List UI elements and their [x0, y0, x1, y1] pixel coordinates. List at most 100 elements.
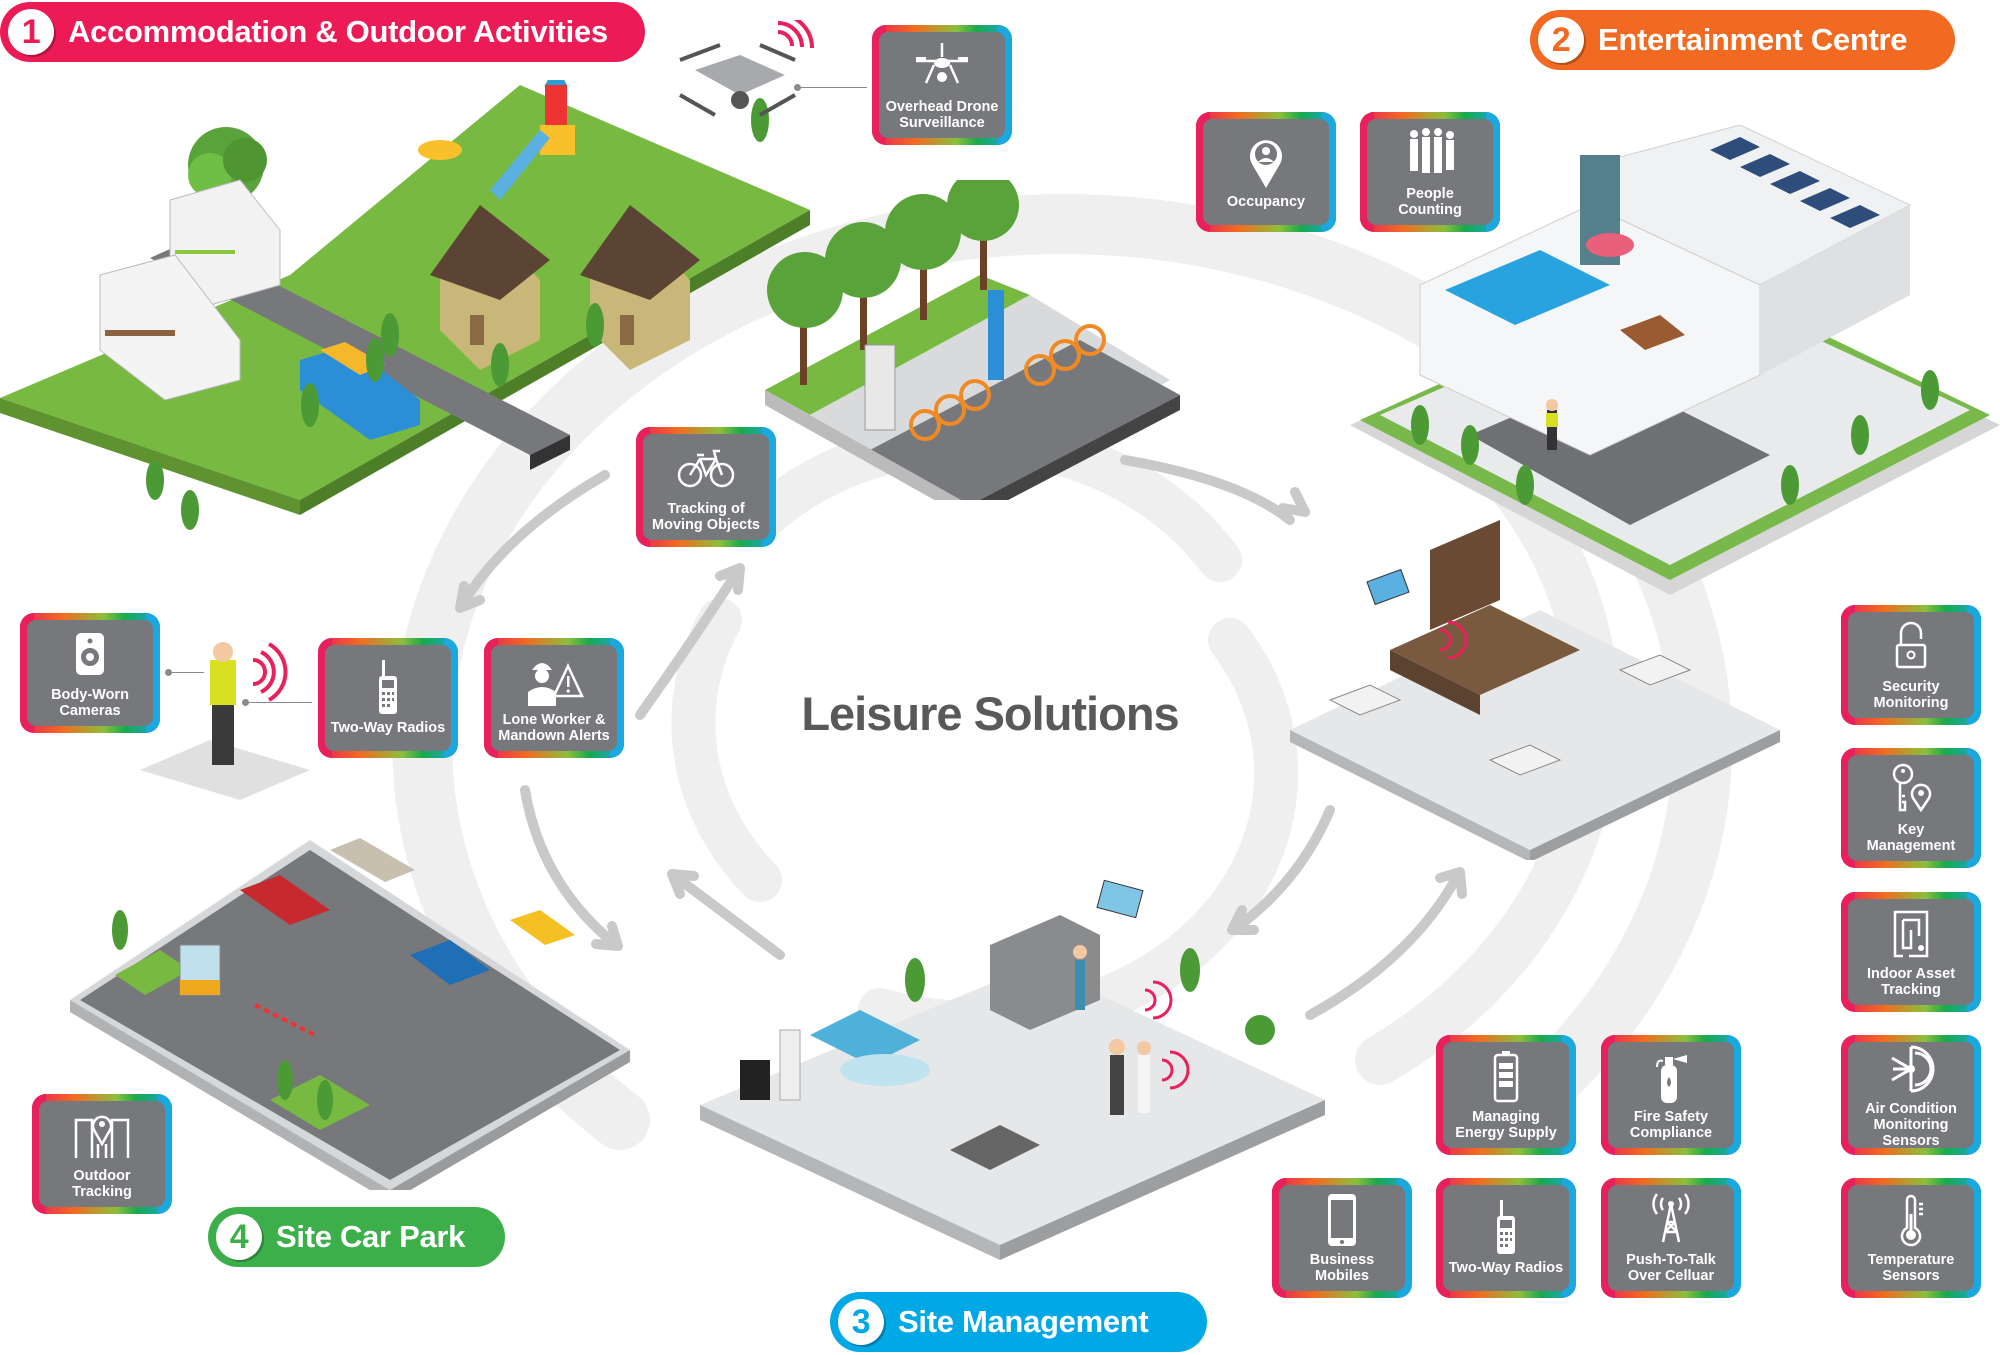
tile-business-mobiles: Business Mobiles — [1272, 1178, 1412, 1298]
signal-icon — [1439, 620, 1468, 660]
coffee-machine — [740, 1060, 770, 1100]
tile-label: Air Condition Monitoring Sensors — [1865, 1101, 1957, 1149]
location-person-icon — [1236, 134, 1296, 190]
padlock-icon — [1881, 619, 1941, 675]
site-management-scene — [700, 879, 1325, 1260]
people-icon — [1400, 126, 1460, 182]
motorhome — [99, 254, 241, 401]
tile-label: Temperature Sensors — [1867, 1252, 1955, 1284]
tile-two-way-radios: Two-Way Radios — [318, 638, 458, 758]
water-cooler — [779, 1029, 801, 1101]
tile-fire-safety: Fire Safety Compliance — [1601, 1035, 1741, 1155]
wine-shelf — [1430, 520, 1500, 630]
arrow-up-tracking — [635, 570, 740, 720]
payment-kiosk — [988, 290, 1004, 380]
section-3-label: Site Management — [898, 1304, 1149, 1339]
arrow-to-management — [1235, 805, 1335, 930]
section-4-pill: 4 Site Car Park — [208, 1207, 505, 1267]
signal-icon — [1161, 1050, 1190, 1090]
section-2-label: Entertainment Centre — [1598, 22, 1908, 57]
tile-label: Overhead Drone Surveillance — [885, 99, 999, 131]
outdoor-location-icon — [72, 1108, 132, 1164]
bike-station-scene — [765, 180, 1180, 500]
arrow-to-radios — [460, 470, 610, 605]
bicycle-icon — [676, 441, 736, 497]
arrow-to-carpark — [520, 785, 615, 945]
bar-restaurant-scene — [1290, 520, 1780, 860]
drone-illustration — [679, 20, 814, 117]
tile-label: Indoor Asset Tracking — [1866, 966, 1956, 998]
cabin — [430, 205, 550, 370]
work-desk — [950, 1125, 1040, 1170]
worker-warning-icon — [524, 652, 584, 708]
tv-screen — [1096, 879, 1144, 919]
tile-label: Security Monitoring — [1873, 679, 1949, 711]
people — [1073, 945, 1151, 1115]
radio-icon — [1476, 1200, 1536, 1256]
pool — [1445, 250, 1610, 325]
guard-scene — [140, 642, 310, 800]
road — [150, 240, 570, 455]
section-3-pill: 3 Site Management — [830, 1292, 1207, 1352]
fire-extinguisher-icon — [1641, 1049, 1701, 1105]
tile-air-condition: Air Condition Monitoring Sensors — [1841, 1035, 1981, 1155]
bikes — [909, 324, 1106, 441]
tile-overhead-drone: Overhead Drone Surveillance — [872, 25, 1012, 145]
security-guard — [1546, 399, 1558, 450]
signal-icon — [252, 642, 288, 702]
tile-label: Key Management — [1866, 822, 1956, 854]
radio-connector — [242, 699, 312, 706]
pergola — [1620, 315, 1685, 350]
reception-desk — [990, 915, 1100, 1030]
tile-lone-worker: Lone Worker & Mandown Alerts — [484, 638, 624, 758]
car-park-scene — [70, 838, 630, 1190]
tile-security-monitoring: Security Monitoring — [1841, 605, 1981, 725]
tile-label: Two-Way Radios — [1448, 1260, 1564, 1276]
cabin — [580, 205, 700, 370]
floorplan-icon — [1881, 906, 1941, 962]
section-1-number: 1 — [8, 9, 54, 55]
radio-icon — [358, 660, 418, 716]
thermometer-icon — [1881, 1192, 1941, 1248]
arrow-to-entertainment — [1120, 455, 1295, 525]
section-1-label: Accommodation & Outdoor Activities — [68, 14, 608, 49]
bike-lane — [870, 340, 1180, 500]
entertainment-building-scene — [1350, 125, 2000, 595]
section-4-label: Site Car Park — [276, 1219, 466, 1254]
section-3-number: 3 — [838, 1299, 884, 1345]
info-kiosk — [864, 344, 896, 431]
tile-people-counting: People Counting — [1360, 112, 1500, 232]
tile-push-to-talk: Push-To-Talk Over Celluar — [1601, 1178, 1741, 1298]
tv-screen — [1366, 568, 1410, 606]
tile-body-worn-cameras: Body-Worn Cameras — [20, 613, 160, 733]
snowflake-fan-icon — [1881, 1041, 1941, 1097]
tile-label: People Counting — [1398, 186, 1462, 218]
tile-label: Managing Energy Supply — [1455, 1109, 1557, 1141]
tile-outdoor-tracking: Outdoor Tracking — [32, 1094, 172, 1214]
tile-label: Two-Way Radios — [330, 720, 446, 736]
center-title: Leisure Solutions — [801, 687, 1179, 740]
tile-occupancy: Occupancy — [1196, 112, 1336, 232]
battery-icon — [1476, 1049, 1536, 1105]
tile-label: Push-To-Talk Over Celluar — [1626, 1252, 1716, 1284]
tile-temperature-sensors: Temperature Sensors — [1841, 1178, 1981, 1298]
barrier — [254, 1003, 316, 1037]
tile-label: Body-Worn Cameras — [51, 687, 129, 719]
arrow-from-management — [675, 875, 785, 960]
section-1-pill: 1 Accommodation & Outdoor Activities — [0, 2, 645, 62]
cell-tower-icon — [1641, 1192, 1701, 1248]
signal-icon — [777, 20, 814, 49]
cars — [240, 838, 575, 985]
parking-surface — [80, 850, 620, 1180]
tile-label: Outdoor Tracking — [72, 1168, 132, 1200]
tile-tracking-moving-objects: Tracking of Moving Objects — [636, 427, 776, 547]
body-cam-connector — [165, 669, 204, 676]
drone-connector — [794, 84, 867, 91]
signal-icon — [1144, 980, 1173, 1020]
flow-arrows — [455, 455, 1467, 1020]
inner-ring-left — [671, 598, 782, 902]
section-2-number: 2 — [1538, 17, 1584, 63]
tile-two-way-radios-2: Two-Way Radios — [1436, 1178, 1576, 1298]
accommodation-scene — [0, 80, 810, 530]
tile-managing-energy: Managing Energy Supply — [1436, 1035, 1576, 1155]
